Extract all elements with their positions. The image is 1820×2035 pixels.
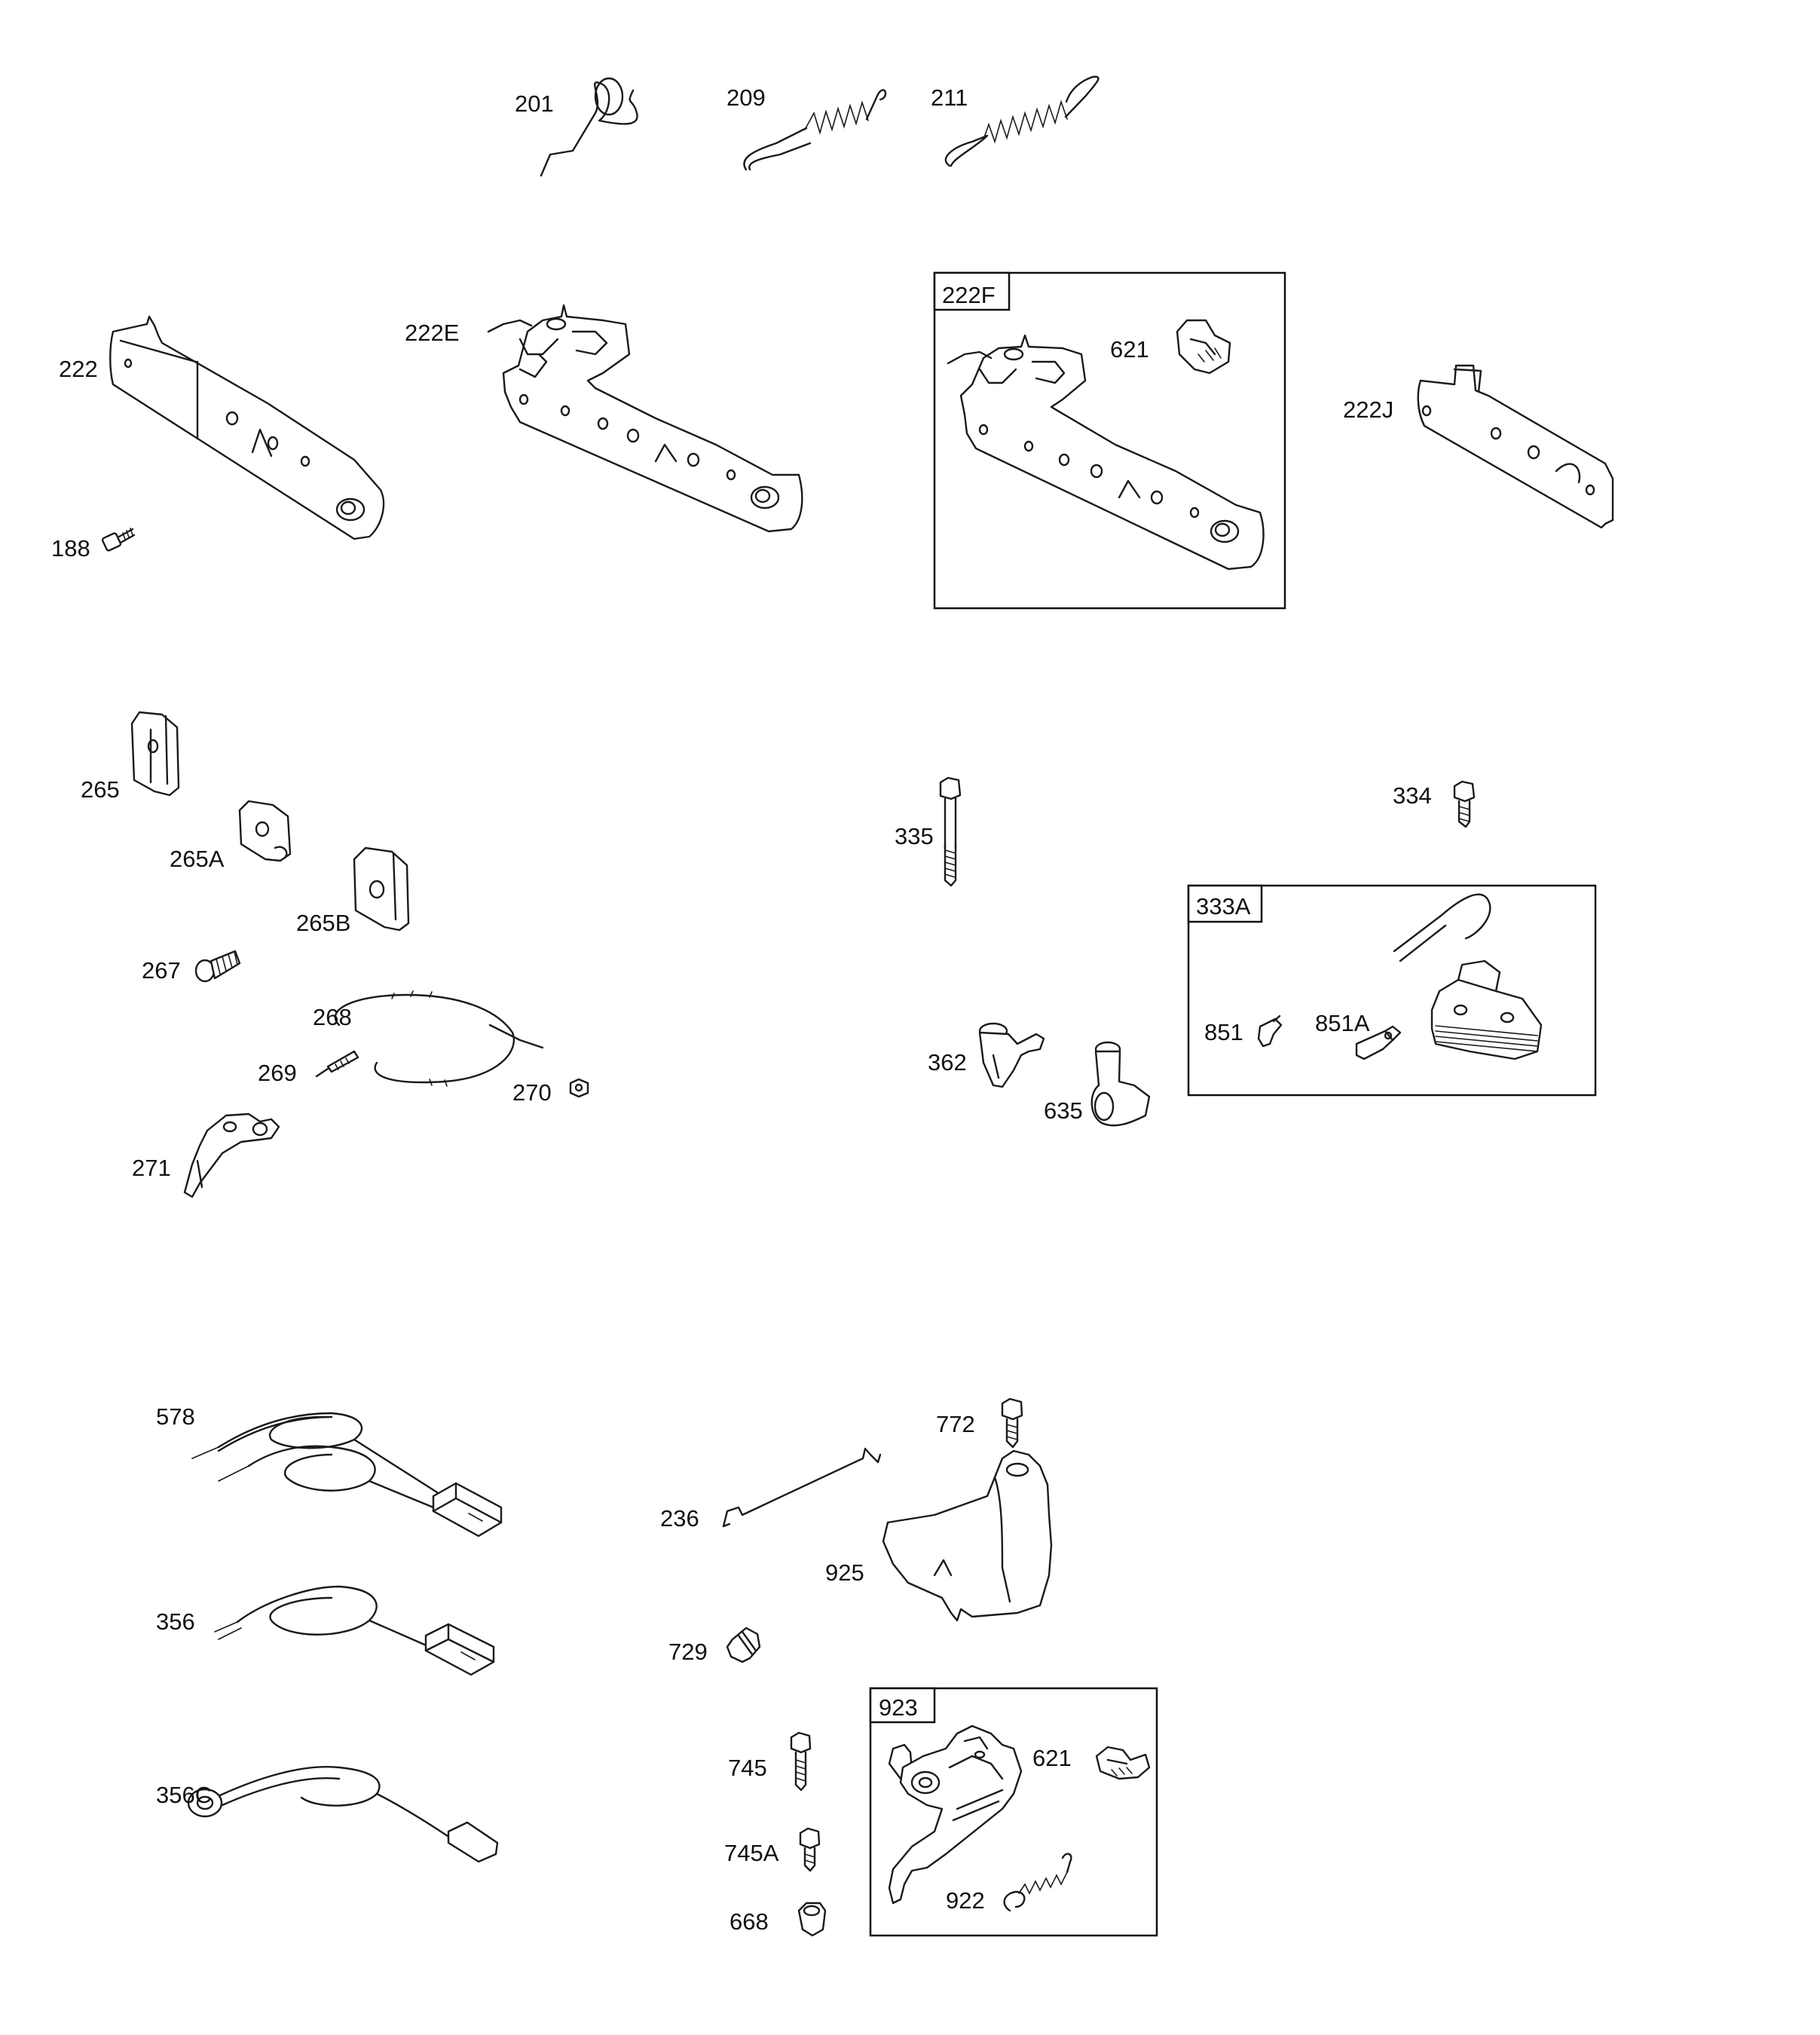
part-356c-ground-wire[interactable] [187, 1766, 499, 1863]
label-222: 222 [59, 356, 98, 382]
part-269-ferrule[interactable] [315, 1050, 359, 1078]
part-188-screw[interactable] [101, 528, 136, 552]
part-356-wire-harness[interactable] [214, 1585, 495, 1676]
part-222f-bracket[interactable] [947, 334, 1265, 571]
part-621-clip-lower[interactable] [1095, 1746, 1151, 1780]
label-269: 269 [258, 1060, 297, 1086]
part-267-screw[interactable] [194, 950, 241, 983]
part-745-bolt[interactable] [790, 1731, 812, 1792]
label-621-lower: 621 [1032, 1745, 1072, 1771]
label-265: 265 [81, 776, 120, 803]
label-729: 729 [668, 1639, 708, 1665]
label-222J: 222J [1343, 396, 1393, 423]
part-729-clip[interactable] [726, 1626, 761, 1663]
label-923: 923 [879, 1694, 918, 1721]
part-236-link-rod[interactable] [722, 1447, 882, 1528]
label-851: 851 [1204, 1019, 1243, 1045]
label-270: 270 [512, 1079, 552, 1106]
part-362-spark-plug-boot[interactable] [978, 1022, 1045, 1088]
label-362: 362 [928, 1049, 967, 1076]
part-201-spring[interactable] [540, 77, 638, 177]
label-334: 334 [1393, 782, 1432, 809]
label-745: 745 [728, 1755, 767, 1781]
part-271-bracket[interactable] [183, 1112, 280, 1198]
part-668-bushing[interactable] [797, 1902, 827, 1937]
label-772: 772 [936, 1411, 975, 1437]
label-209: 209 [726, 84, 766, 111]
part-851-terminal[interactable] [1257, 1014, 1283, 1048]
part-222-bracket[interactable] [109, 315, 385, 540]
label-265B: 265B [296, 910, 350, 936]
label-635: 635 [1044, 1097, 1083, 1124]
label-356C: 356C [156, 1782, 212, 1808]
part-635-spark-plug-boot[interactable] [1090, 1041, 1151, 1127]
label-268: 268 [313, 1004, 352, 1030]
label-211: 211 [931, 84, 968, 111]
part-270-nut[interactable] [569, 1078, 589, 1098]
part-222e-bracket[interactable] [487, 304, 803, 533]
part-925-cover[interactable] [882, 1449, 1053, 1622]
label-851A: 851A [1315, 1010, 1370, 1036]
label-333A: 333A [1196, 893, 1251, 920]
part-209-spring[interactable] [743, 89, 887, 171]
group-923 [869, 1687, 1158, 1937]
label-621-top: 621 [1110, 336, 1149, 363]
part-923-governor-control[interactable] [888, 1724, 1023, 1905]
label-745A: 745A [724, 1840, 779, 1866]
label-668: 668 [730, 1908, 769, 1935]
part-265-clip[interactable] [130, 711, 180, 797]
part-745a-bolt[interactable] [799, 1827, 821, 1872]
label-222E: 222E [405, 320, 459, 346]
group-333a [1187, 884, 1597, 1097]
label-222F: 222F [942, 282, 996, 308]
part-268-cable[interactable] [334, 990, 544, 1087]
part-333a-ignition-coil[interactable] [1393, 893, 1543, 1060]
part-621-clip[interactable] [1176, 319, 1231, 375]
label-267: 267 [142, 957, 181, 984]
group-222f [933, 271, 1286, 610]
label-201: 201 [515, 90, 554, 117]
label-265A: 265A [170, 846, 225, 872]
part-772-bolt[interactable] [1001, 1397, 1023, 1449]
label-922: 922 [946, 1887, 985, 1914]
label-335: 335 [895, 823, 934, 849]
label-356: 356 [156, 1608, 195, 1635]
part-851a-terminal[interactable] [1355, 1025, 1402, 1060]
part-222j-bracket[interactable] [1417, 364, 1614, 529]
part-922-spring[interactable] [1003, 1853, 1072, 1912]
label-925: 925 [825, 1559, 864, 1586]
part-578-wire-harness[interactable] [191, 1412, 503, 1538]
part-335-bolt[interactable] [939, 776, 962, 887]
part-334-bolt[interactable] [1453, 780, 1476, 828]
part-265a-clip[interactable] [238, 800, 292, 862]
label-236: 236 [660, 1505, 699, 1532]
label-578: 578 [156, 1403, 195, 1430]
label-271: 271 [132, 1155, 171, 1181]
label-188: 188 [51, 535, 90, 562]
part-265b-clip[interactable] [353, 846, 410, 932]
part-211-spring[interactable] [944, 75, 1100, 167]
